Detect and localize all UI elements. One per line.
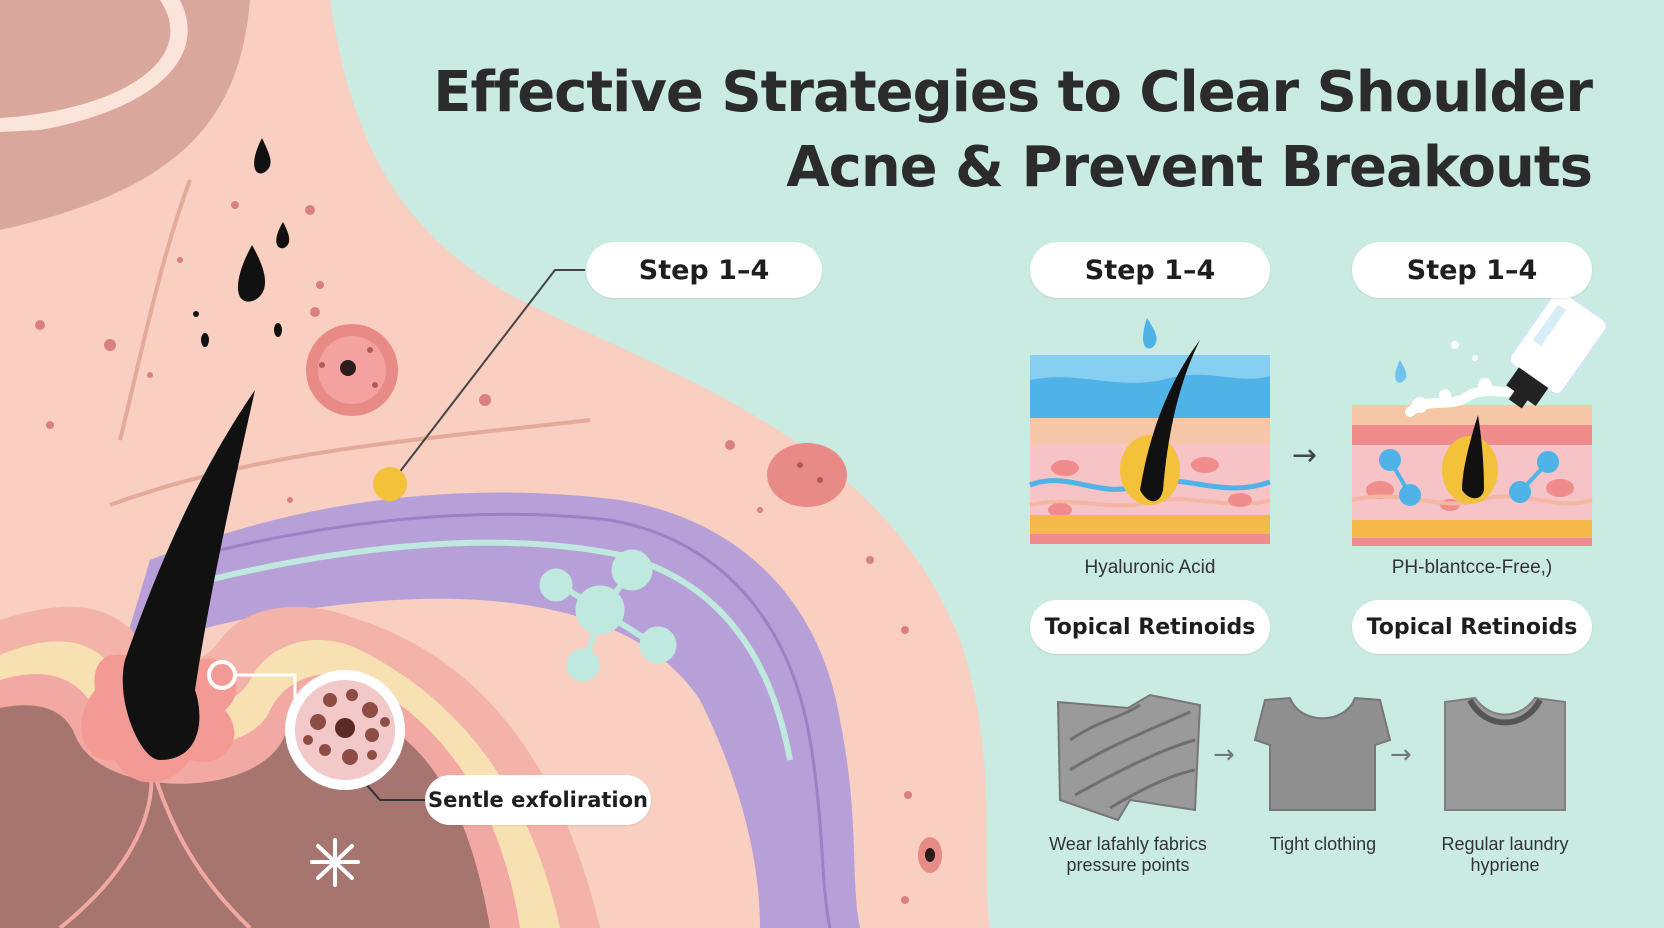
arrow-right-icon: → bbox=[1213, 740, 1235, 770]
skin-panel-ph-balanced bbox=[1351, 288, 1609, 546]
badge-gentle-exfoliation: Sentle exfoliration bbox=[425, 775, 651, 825]
step-badge-1: Step 1–4 bbox=[586, 242, 822, 298]
caption-laundry-hygiene: Regular laundry hypriene bbox=[1420, 834, 1590, 876]
neck-highlight bbox=[0, 0, 188, 132]
skin-panel-hyaluronic bbox=[1029, 318, 1271, 544]
step-badge-3: Step 1–4 bbox=[1352, 242, 1592, 298]
oil-drops bbox=[193, 138, 290, 347]
badge-topical-retinoids-2: Topical Retinoids bbox=[1352, 600, 1592, 654]
hair-strand bbox=[122, 390, 255, 760]
neck-shadow bbox=[0, 0, 250, 230]
molecule-icon bbox=[539, 549, 677, 682]
magnified-pore bbox=[285, 670, 405, 790]
muscle-band bbox=[120, 492, 860, 928]
caption-ph-balanced: PH-blantcce-Free,) bbox=[1391, 557, 1553, 578]
caption-line: Wear lafahly fabrics bbox=[1049, 834, 1207, 854]
page-title-line-1: Effective Strategies to Clear Shoulder bbox=[433, 60, 1593, 125]
caption-line: pressure points bbox=[1066, 855, 1190, 875]
caption-line: hypriene bbox=[1470, 855, 1540, 875]
caption-breathable-fabrics: Wear lafahly fabrics pressure points bbox=[1030, 834, 1226, 876]
arrow-right-icon: → bbox=[1390, 740, 1412, 770]
tank-top bbox=[1253, 696, 1392, 811]
caption-line: Regular laundry bbox=[1441, 834, 1569, 854]
caption-line: Tight clothing bbox=[1269, 834, 1377, 854]
fabric-swatch bbox=[1056, 693, 1202, 822]
badge-topical-retinoids-1: Topical Retinoids bbox=[1030, 600, 1270, 654]
callout-dot bbox=[373, 467, 407, 501]
water-drop-icon bbox=[1142, 318, 1157, 349]
arrow-right-icon: → bbox=[1292, 438, 1318, 473]
tshirt bbox=[1444, 696, 1566, 811]
sparkle-icon bbox=[310, 838, 360, 887]
page-title-line-2: Acne & Prevent Breakouts bbox=[786, 135, 1593, 200]
cleanser-bottle-icon bbox=[1506, 288, 1609, 409]
step-badge-2: Step 1–4 bbox=[1030, 242, 1270, 298]
caption-tight-clothing: Tight clothing bbox=[1240, 834, 1406, 855]
blemishes bbox=[35, 201, 942, 904]
caption-hyaluronic-acid: Hyaluronic Acid bbox=[1084, 557, 1216, 578]
